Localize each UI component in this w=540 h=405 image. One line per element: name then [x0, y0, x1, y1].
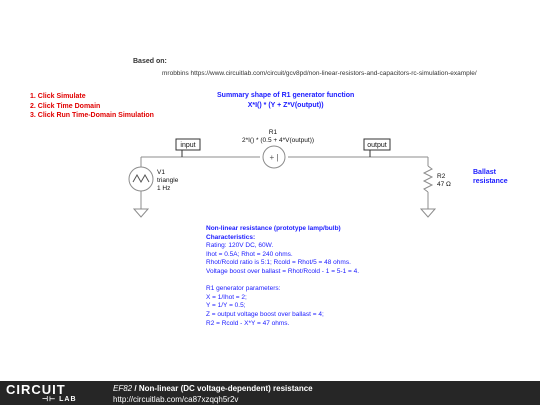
r2-name: R2	[437, 173, 446, 180]
step-item: 1. Click Simulate	[30, 93, 86, 100]
notes-line: Voltage boost over ballast = Rhot/Rcold …	[206, 267, 360, 275]
v1-frequency: 1 Hz	[157, 185, 170, 192]
ballast-line: Ballast	[473, 169, 496, 176]
params-line: X = 1/Ihot = 2;	[206, 293, 247, 301]
r1-name: R1	[269, 129, 278, 136]
r2-value: 47 Ω	[437, 181, 451, 188]
logo-lab-icon: ⊣⊢	[42, 396, 60, 403]
notes-line: Rating: 120V DC, 60W.	[206, 242, 274, 250]
v1-name: V1	[157, 169, 165, 176]
input-label-box	[175, 138, 201, 151]
circuit-title: Non-linear (DC voltage-dependent) resist…	[138, 384, 313, 393]
v1-type: triangle	[157, 177, 179, 184]
params-line: Z = output voltage boost over ballast = …	[206, 310, 324, 318]
r1-source	[262, 145, 286, 169]
summary-formula: X*I() * (Y + Z*V(output))	[247, 102, 324, 109]
notes-line: Ihot = 0.5A; Rhot = 240 ohms.	[206, 250, 293, 258]
r2-resistor	[422, 165, 434, 193]
based-on-label: Based on:	[133, 58, 167, 65]
step-item: 3. Click Run Time-Domain Simulation	[30, 112, 154, 119]
output-label: output	[367, 142, 387, 149]
r1-symbol: + |	[270, 153, 279, 162]
notes-subtitle: Characteristics:	[206, 233, 256, 241]
triangle-wave-icon	[132, 173, 150, 184]
footer-bar	[0, 381, 540, 405]
circuit-id: EF82	[113, 384, 133, 393]
instruction-steps: 1. Click Simulate 2. Click Time Domain 3…	[30, 92, 154, 121]
ground-icon	[132, 208, 150, 218]
input-label: input	[180, 142, 195, 149]
circuitlab-logo[interactable]: CIRCUIT	[6, 382, 66, 397]
circuitlab-logo-lab: ⊣⊢ LAB	[42, 396, 77, 403]
notes-title: Non-linear resistance (prototype lamp/bu…	[206, 225, 341, 232]
credit-link[interactable]: mrobbins https://www.circuitlab.com/circ…	[162, 70, 477, 77]
params-line: Y = 1/Y = 0.5;	[206, 302, 246, 310]
output-label-box	[363, 138, 391, 151]
footer-url[interactable]: http://circuitlab.com/ca87xzqqh5r2v	[113, 395, 239, 404]
v1-source	[128, 166, 154, 192]
summary-block: Summary shape of R1 generator function X…	[217, 91, 354, 111]
ground-icon	[419, 208, 437, 218]
step-item: 2. Click Time Domain	[30, 102, 101, 110]
footer-title: EF82 / Non-linear (DC voltage-dependent)…	[113, 384, 313, 393]
notes-line: Rhot/Rcold ratio is 5:1; Rcold = Rhot/5 …	[206, 259, 351, 267]
ballast-label: Ballast resistance	[473, 168, 508, 186]
title-separator: /	[134, 384, 139, 393]
r1-expression: 2*I() * (0.5 + 4*V(output))	[242, 137, 314, 144]
summary-title: Summary shape of R1 generator function	[217, 92, 355, 99]
notes-block: Non-linear resistance (prototype lamp/bu…	[206, 225, 359, 328]
params-title: R1 generator parameters:	[206, 285, 281, 293]
ballast-line: resistance	[473, 178, 508, 185]
schematic: + | input output R1 2*I() * (0.5 + 4*V(o…	[128, 129, 451, 218]
params-line: R2 = Rcold - X*Y = 47 ohms.	[206, 319, 290, 327]
